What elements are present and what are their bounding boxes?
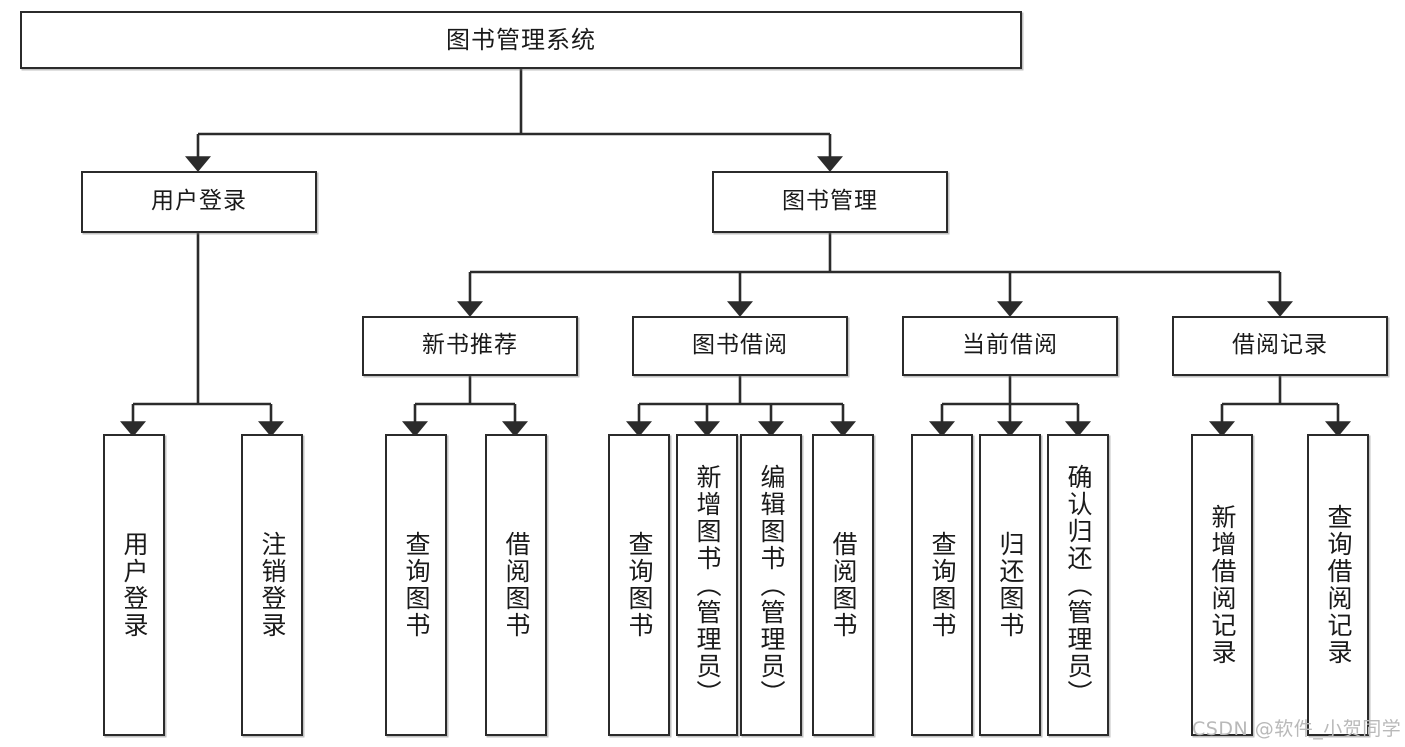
csdn-watermark: CSDN @软件_小贺同学 [1192, 718, 1402, 740]
node-leaf-add-book-label: 新增图书（管理员） [693, 463, 722, 707]
node-current-borrow-label: 当前借阅 [962, 332, 1058, 359]
node-leaf-borrow-book-1[interactable]: 借阅图书 [485, 434, 547, 736]
node-leaf-query-record-label: 查询借阅记录 [1324, 504, 1353, 666]
node-leaf-borrow-book-2-label: 借阅图书 [829, 531, 858, 639]
node-leaf-confirm-return[interactable]: 确认归还（管理员） [1047, 434, 1109, 736]
node-leaf-query-book-1-label: 查询图书 [402, 531, 431, 639]
node-current-borrow[interactable]: 当前借阅 [902, 316, 1118, 376]
node-user-login[interactable]: 用户登录 [81, 171, 317, 233]
node-leaf-add-book[interactable]: 新增图书（管理员） [676, 434, 738, 736]
node-leaf-query-book-3-label: 查询图书 [928, 531, 957, 639]
node-root[interactable]: 图书管理系统 [20, 11, 1022, 69]
node-leaf-add-record-label: 新增借阅记录 [1208, 504, 1237, 666]
node-leaf-return-book[interactable]: 归还图书 [979, 434, 1041, 736]
node-borrow-record[interactable]: 借阅记录 [1172, 316, 1388, 376]
node-leaf-user-login-label: 用户登录 [120, 531, 149, 639]
node-book-borrow-label: 图书借阅 [692, 332, 788, 359]
node-leaf-query-book-2-label: 查询图书 [625, 531, 654, 639]
node-leaf-borrow-book-1-label: 借阅图书 [502, 531, 531, 639]
node-leaf-query-record[interactable]: 查询借阅记录 [1307, 434, 1369, 736]
node-leaf-logout[interactable]: 注销登录 [241, 434, 303, 736]
node-leaf-borrow-book-2[interactable]: 借阅图书 [812, 434, 874, 736]
node-new-book-recommend[interactable]: 新书推荐 [362, 316, 578, 376]
node-leaf-logout-label: 注销登录 [258, 531, 287, 639]
node-user-login-label: 用户登录 [151, 188, 247, 215]
node-leaf-return-book-label: 归还图书 [996, 531, 1025, 639]
node-book-borrow[interactable]: 图书借阅 [632, 316, 848, 376]
node-leaf-user-login[interactable]: 用户登录 [103, 434, 165, 736]
node-root-label: 图书管理系统 [446, 25, 596, 54]
node-leaf-edit-book[interactable]: 编辑图书（管理员） [740, 434, 802, 736]
node-leaf-confirm-return-label: 确认归还（管理员） [1064, 463, 1093, 707]
node-leaf-edit-book-label: 编辑图书（管理员） [757, 463, 786, 707]
node-borrow-record-label: 借阅记录 [1232, 332, 1328, 359]
node-leaf-query-book-1[interactable]: 查询图书 [385, 434, 447, 736]
node-book-manage[interactable]: 图书管理 [712, 171, 948, 233]
node-leaf-query-book-3[interactable]: 查询图书 [911, 434, 973, 736]
node-book-manage-label: 图书管理 [782, 188, 878, 215]
node-leaf-query-book-2[interactable]: 查询图书 [608, 434, 670, 736]
node-leaf-add-record[interactable]: 新增借阅记录 [1191, 434, 1253, 736]
node-new-book-recommend-label: 新书推荐 [422, 332, 518, 359]
